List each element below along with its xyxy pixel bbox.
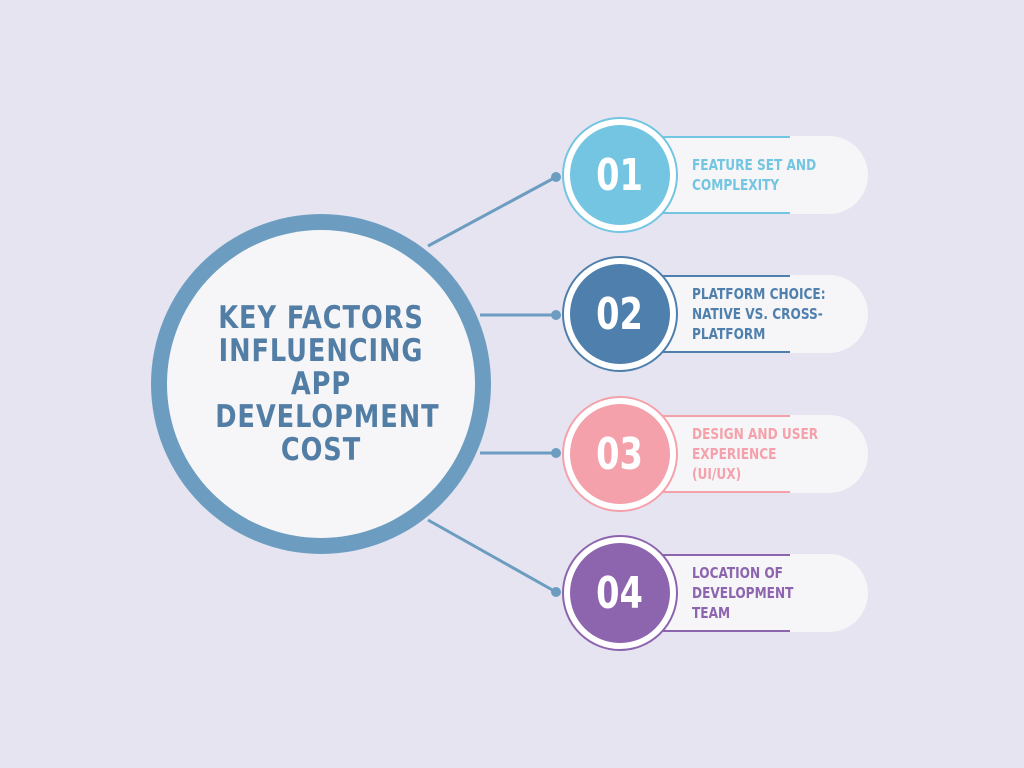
factor-number-2: 02 bbox=[596, 288, 644, 340]
factor-number-4: 04 bbox=[596, 567, 644, 619]
factor-item-1: 01 FEATURE SET AND COMPLEXITY bbox=[0, 115, 1024, 235]
factor-pill-1 bbox=[640, 136, 868, 214]
factor-label-3: DESIGN AND USER EXPERIENCE (UI/UX) bbox=[692, 425, 819, 483]
connector-line-4 bbox=[427, 518, 557, 594]
diagram-title: KEY FACTORS INFLUENCING APP DEVELOPMENT … bbox=[215, 299, 440, 468]
factor-item-3: 03 DESIGN AND USER EXPERIENCE (UI/UX) bbox=[0, 394, 1024, 514]
factor-badge-3: 03 bbox=[562, 396, 678, 512]
connector-dot-3 bbox=[551, 448, 561, 458]
connector-line-1 bbox=[427, 175, 557, 248]
central-hub-inner: KEY FACTORS INFLUENCING APP DEVELOPMENT … bbox=[167, 230, 475, 538]
factor-item-2: 02 PLATFORM CHOICE: NATIVE VS. CROSS-PLA… bbox=[0, 254, 1024, 374]
factor-number-3: 03 bbox=[596, 428, 644, 480]
factor-label-1: FEATURE SET AND COMPLEXITY bbox=[692, 156, 817, 194]
factor-item-4: 04 LOCATION OF DEVELOPMENT TEAM bbox=[0, 533, 1024, 653]
factor-badge-4: 04 bbox=[562, 535, 678, 651]
factor-badge-2: 02 bbox=[562, 256, 678, 372]
connector-dot-4 bbox=[551, 587, 561, 597]
factor-pill-4 bbox=[640, 554, 868, 632]
factor-label-4: LOCATION OF DEVELOPMENT TEAM bbox=[692, 564, 794, 622]
factor-pill-2 bbox=[640, 275, 868, 353]
central-hub: KEY FACTORS INFLUENCING APP DEVELOPMENT … bbox=[151, 214, 491, 554]
factor-pill-3 bbox=[640, 415, 868, 493]
factor-label-2: PLATFORM CHOICE: NATIVE VS. CROSS-PLATFO… bbox=[692, 285, 826, 343]
connector-dot-1 bbox=[551, 172, 561, 182]
connector-dot-2 bbox=[551, 310, 561, 320]
factor-badge-1: 01 bbox=[562, 117, 678, 233]
factor-number-1: 01 bbox=[596, 149, 644, 201]
